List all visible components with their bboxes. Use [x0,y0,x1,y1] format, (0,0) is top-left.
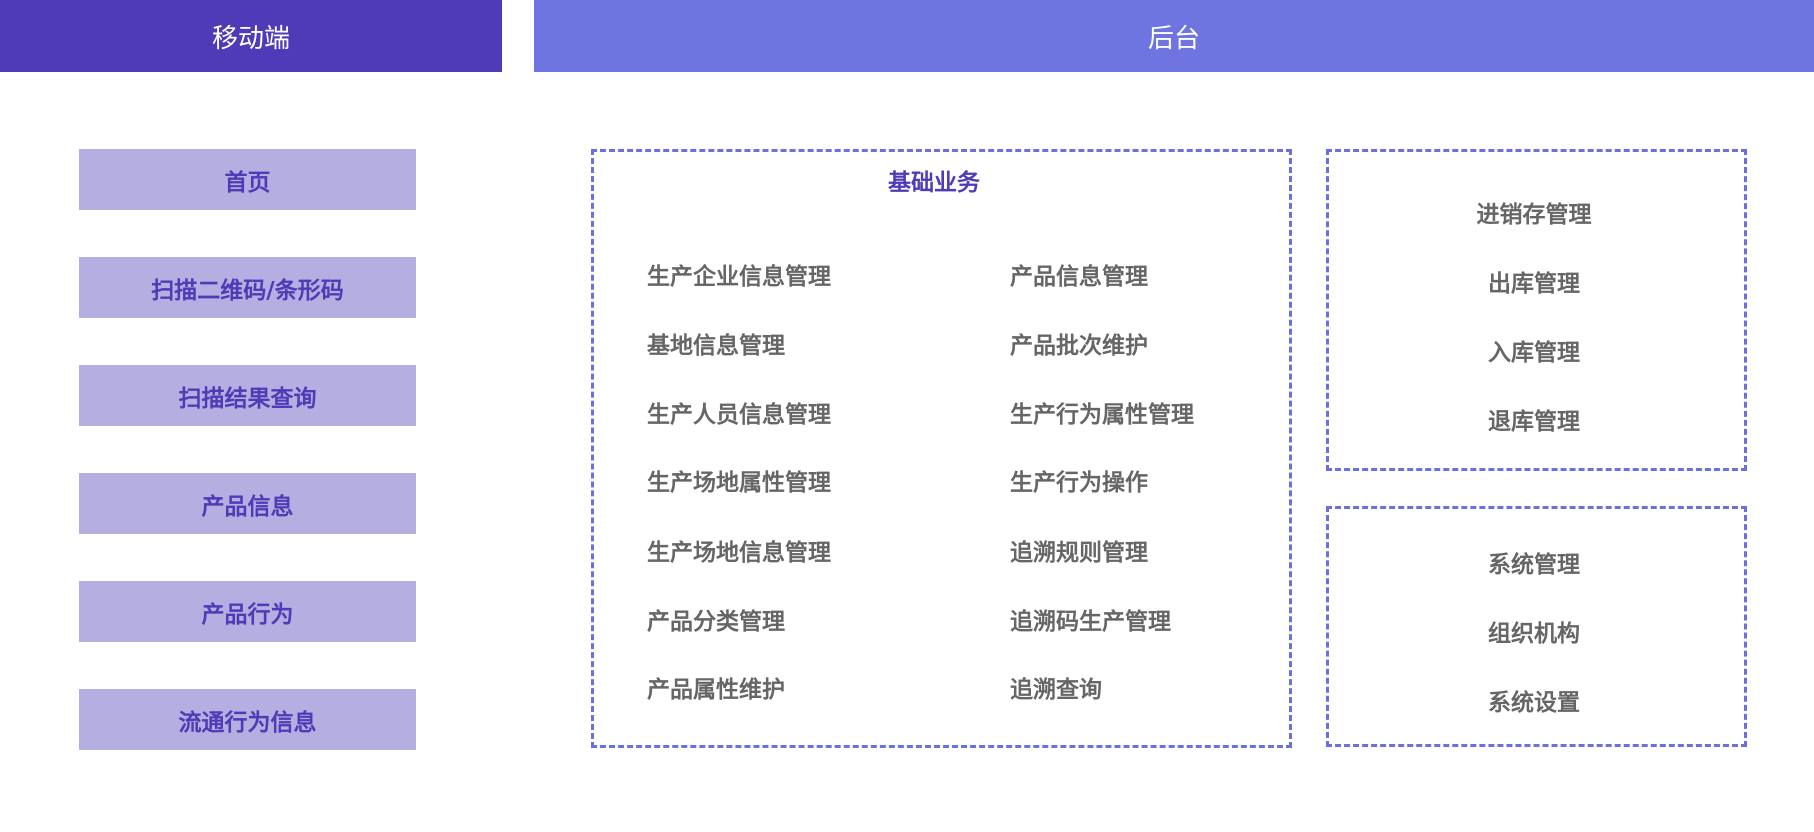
basic-item[interactable]: 追溯查询 [1010,677,1102,703]
inventory-item[interactable]: 入库管理 [1488,340,1580,366]
basic-item[interactable]: 基地信息管理 [647,333,785,359]
system-box [1326,506,1747,747]
basic-item[interactable]: 生产行为操作 [1010,470,1148,496]
basic-item[interactable]: 产品分类管理 [647,609,785,635]
inventory-item[interactable]: 出库管理 [1488,271,1580,297]
backend-header: 后台 [534,0,1814,72]
system-item[interactable]: 系统管理 [1488,552,1580,578]
basic-item[interactable]: 追溯码生产管理 [1010,609,1171,635]
basic-item[interactable]: 产品属性维护 [647,677,785,703]
inventory-item[interactable]: 进销存管理 [1476,202,1592,228]
mobile-item[interactable]: 扫描二维码/条形码 [79,257,416,318]
mobile-item[interactable]: 产品信息 [79,473,416,534]
basic-item[interactable]: 产品信息管理 [1010,264,1148,290]
basic-item[interactable]: 生产场地属性管理 [647,470,831,496]
basic-item[interactable]: 追溯规则管理 [1010,540,1148,566]
mobile-item[interactable]: 扫描结果查询 [79,365,416,426]
basic-item[interactable]: 产品批次维护 [1010,333,1148,359]
mobile-item[interactable]: 首页 [79,149,416,210]
basic-item[interactable]: 生产行为属性管理 [1010,402,1194,428]
inventory-item[interactable]: 退库管理 [1488,409,1580,435]
system-item[interactable]: 系统设置 [1488,690,1580,716]
basic-item[interactable]: 生产企业信息管理 [647,264,831,290]
inventory-box [1326,149,1747,471]
mobile-header: 移动端 [0,0,502,72]
mobile-item[interactable]: 产品行为 [79,581,416,642]
basic-business-box [591,149,1292,748]
basic-item[interactable]: 生产人员信息管理 [647,402,831,428]
system-item[interactable]: 组织机构 [1488,621,1580,647]
basic-business-title: 基础业务 [888,170,980,196]
basic-item[interactable]: 生产场地信息管理 [647,540,831,566]
mobile-item[interactable]: 流通行为信息 [79,689,416,750]
